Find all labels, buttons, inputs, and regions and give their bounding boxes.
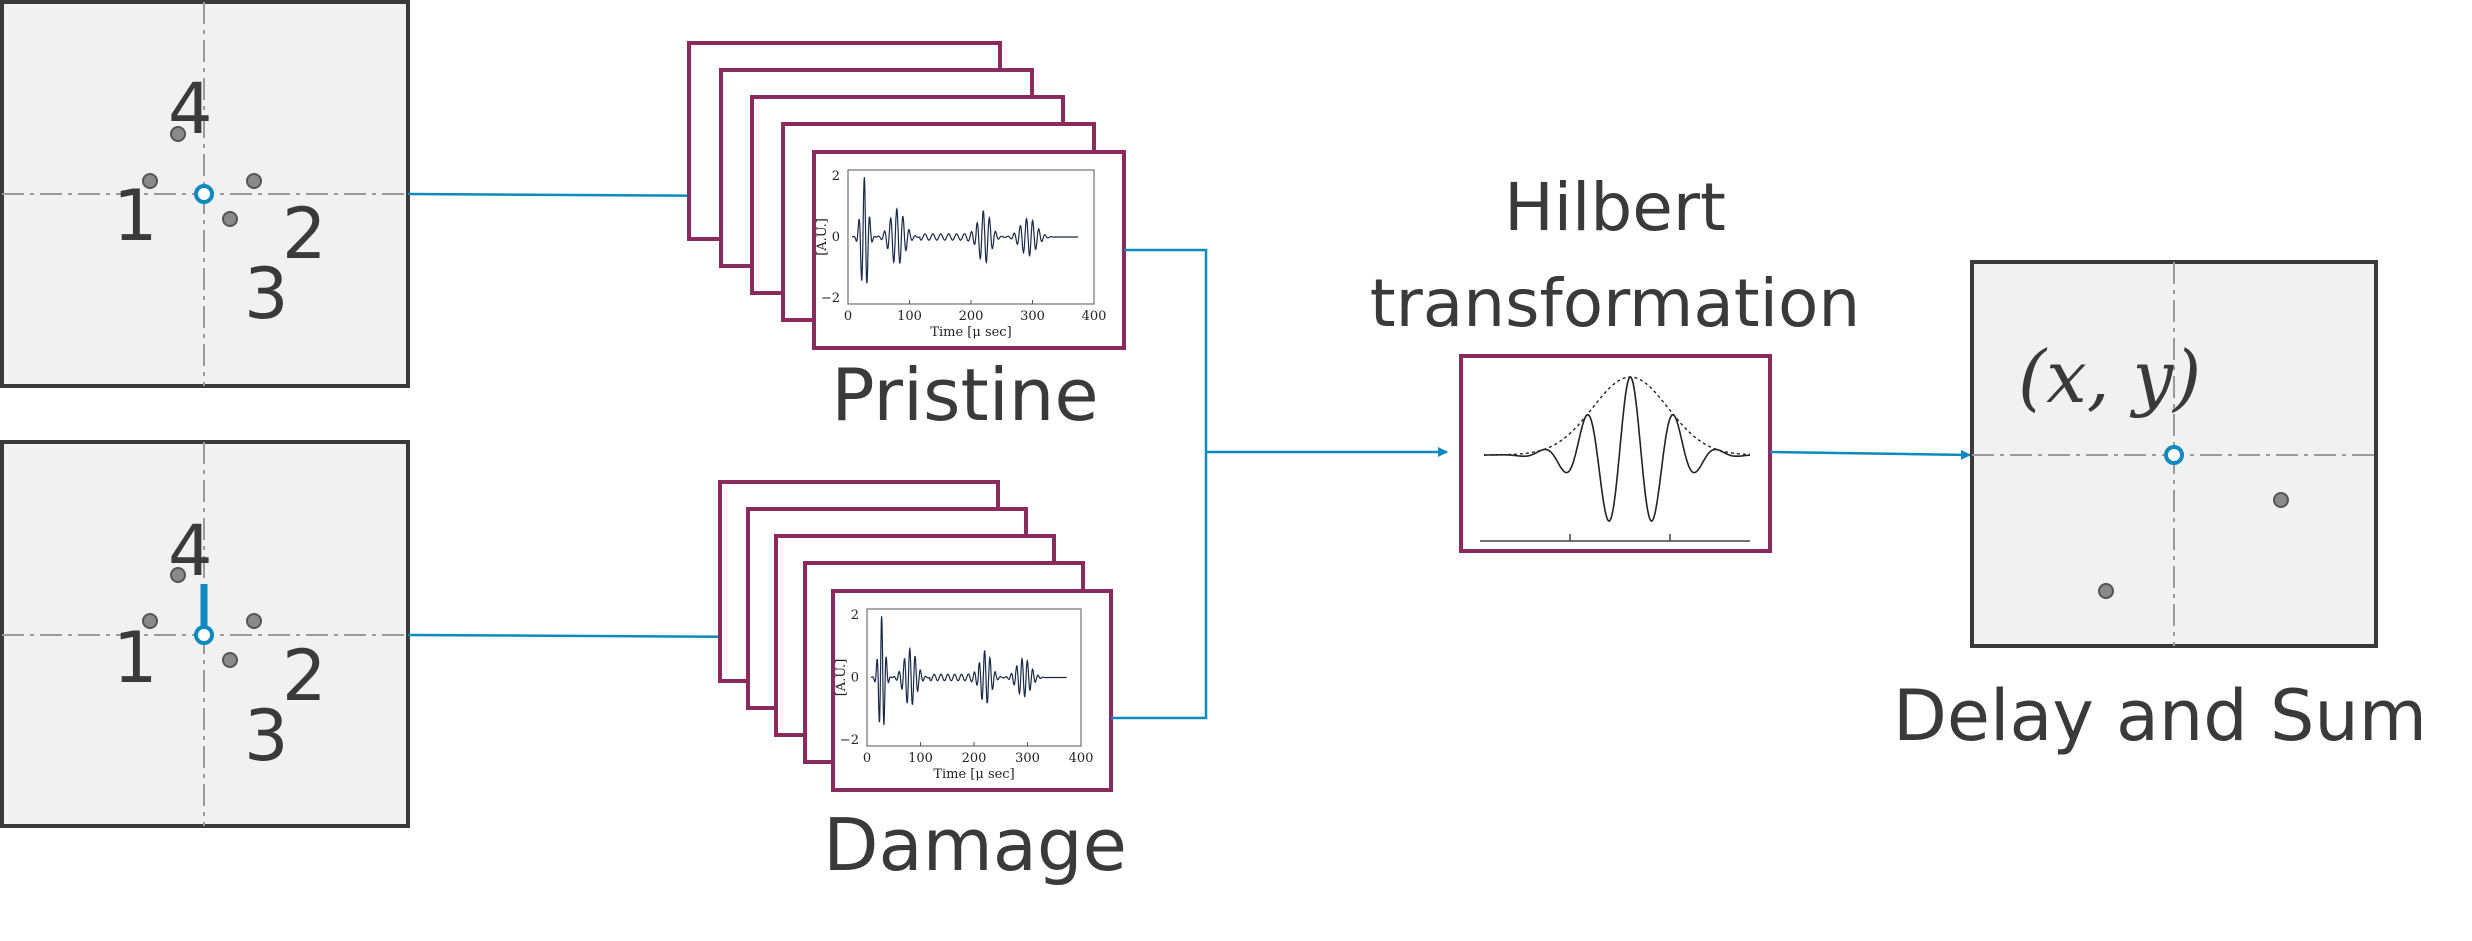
arrow-hilbert-to-das [1769, 449, 1971, 460]
damage-x-axis-label: Time [μ sec] [933, 767, 1014, 782]
pristine-x-tick: 200 [959, 309, 984, 324]
sensor-label-2: 2 [282, 635, 327, 717]
hilbert-title-line2: transformation [1370, 265, 1860, 342]
delay-and-sum-panel: (x, y) [1970, 260, 2378, 648]
das-label: Delay and Sum [1893, 675, 2427, 757]
sensor-label-1: 1 [113, 617, 158, 699]
center-marker [194, 184, 214, 204]
hilbert-title-line1: Hilbert [1504, 169, 1726, 246]
damage-y-axis-label: [A.U.] [834, 659, 849, 697]
pristine-x-axis-label: Time [μ sec] [930, 325, 1011, 340]
pristine-x-tick: 400 [1082, 309, 1107, 324]
hilbert-plot [1459, 354, 1772, 553]
sensor-label-3: 3 [244, 695, 289, 777]
pristine-x-tick: 100 [897, 309, 922, 324]
damage-x-tick: 400 [1069, 751, 1094, 766]
pristine-y-tick: −2 [821, 291, 840, 306]
sensor-label-4: 4 [168, 510, 213, 592]
sensor-dot [2273, 492, 2289, 508]
connector-pristine [1111, 248, 1208, 720]
sensor-label-3: 3 [244, 253, 289, 335]
pristine-y-tick: 2 [832, 169, 840, 184]
damage-y-tick: −2 [840, 733, 859, 748]
sensor-dot [2098, 583, 2114, 599]
sensor-dot [170, 126, 186, 142]
damage-label: Damage [823, 803, 1127, 887]
damage-plate-panel: 1 2 3 4 [0, 440, 410, 828]
damage-x-tick: 100 [908, 751, 933, 766]
sensor-label-1: 1 [113, 175, 158, 257]
pristine-x-tick: 0 [844, 309, 852, 324]
sensor-dot [246, 173, 262, 189]
damage-x-tick: 0 [863, 751, 871, 766]
pristine-y-tick: 0 [832, 230, 840, 245]
das-coordinate: (x, y) [2018, 335, 2201, 419]
arrow-damage-to-stack [407, 631, 775, 642]
sensor-dot [142, 613, 158, 629]
pristine-y-axis-label: [A.U.] [815, 218, 830, 256]
hilbert-envelope [1484, 376, 1750, 456]
damage-y-tick: 0 [851, 671, 859, 686]
pristine-x-tick: 300 [1020, 309, 1045, 324]
damage-waveform [870, 616, 1067, 725]
center-marker [2164, 445, 2184, 465]
pristine-waveform [851, 177, 1079, 284]
sensor-dot [246, 613, 262, 629]
damage-y-tick: 2 [851, 608, 859, 623]
pristine-plate-panel: 1 2 3 4 [0, 0, 410, 388]
pristine-label: Pristine [831, 353, 1098, 437]
hilbert-wave [1484, 376, 1750, 522]
sensor-label-4: 4 [168, 68, 213, 150]
sensor-dot [170, 567, 186, 583]
sensor-dot [142, 173, 158, 189]
sensor-dot [222, 652, 238, 668]
sensor-label-2: 2 [282, 193, 327, 275]
damage-x-tick: 300 [1015, 751, 1040, 766]
sensor-dot [222, 211, 238, 227]
damage-x-tick: 200 [962, 751, 987, 766]
center-marker [194, 625, 214, 645]
